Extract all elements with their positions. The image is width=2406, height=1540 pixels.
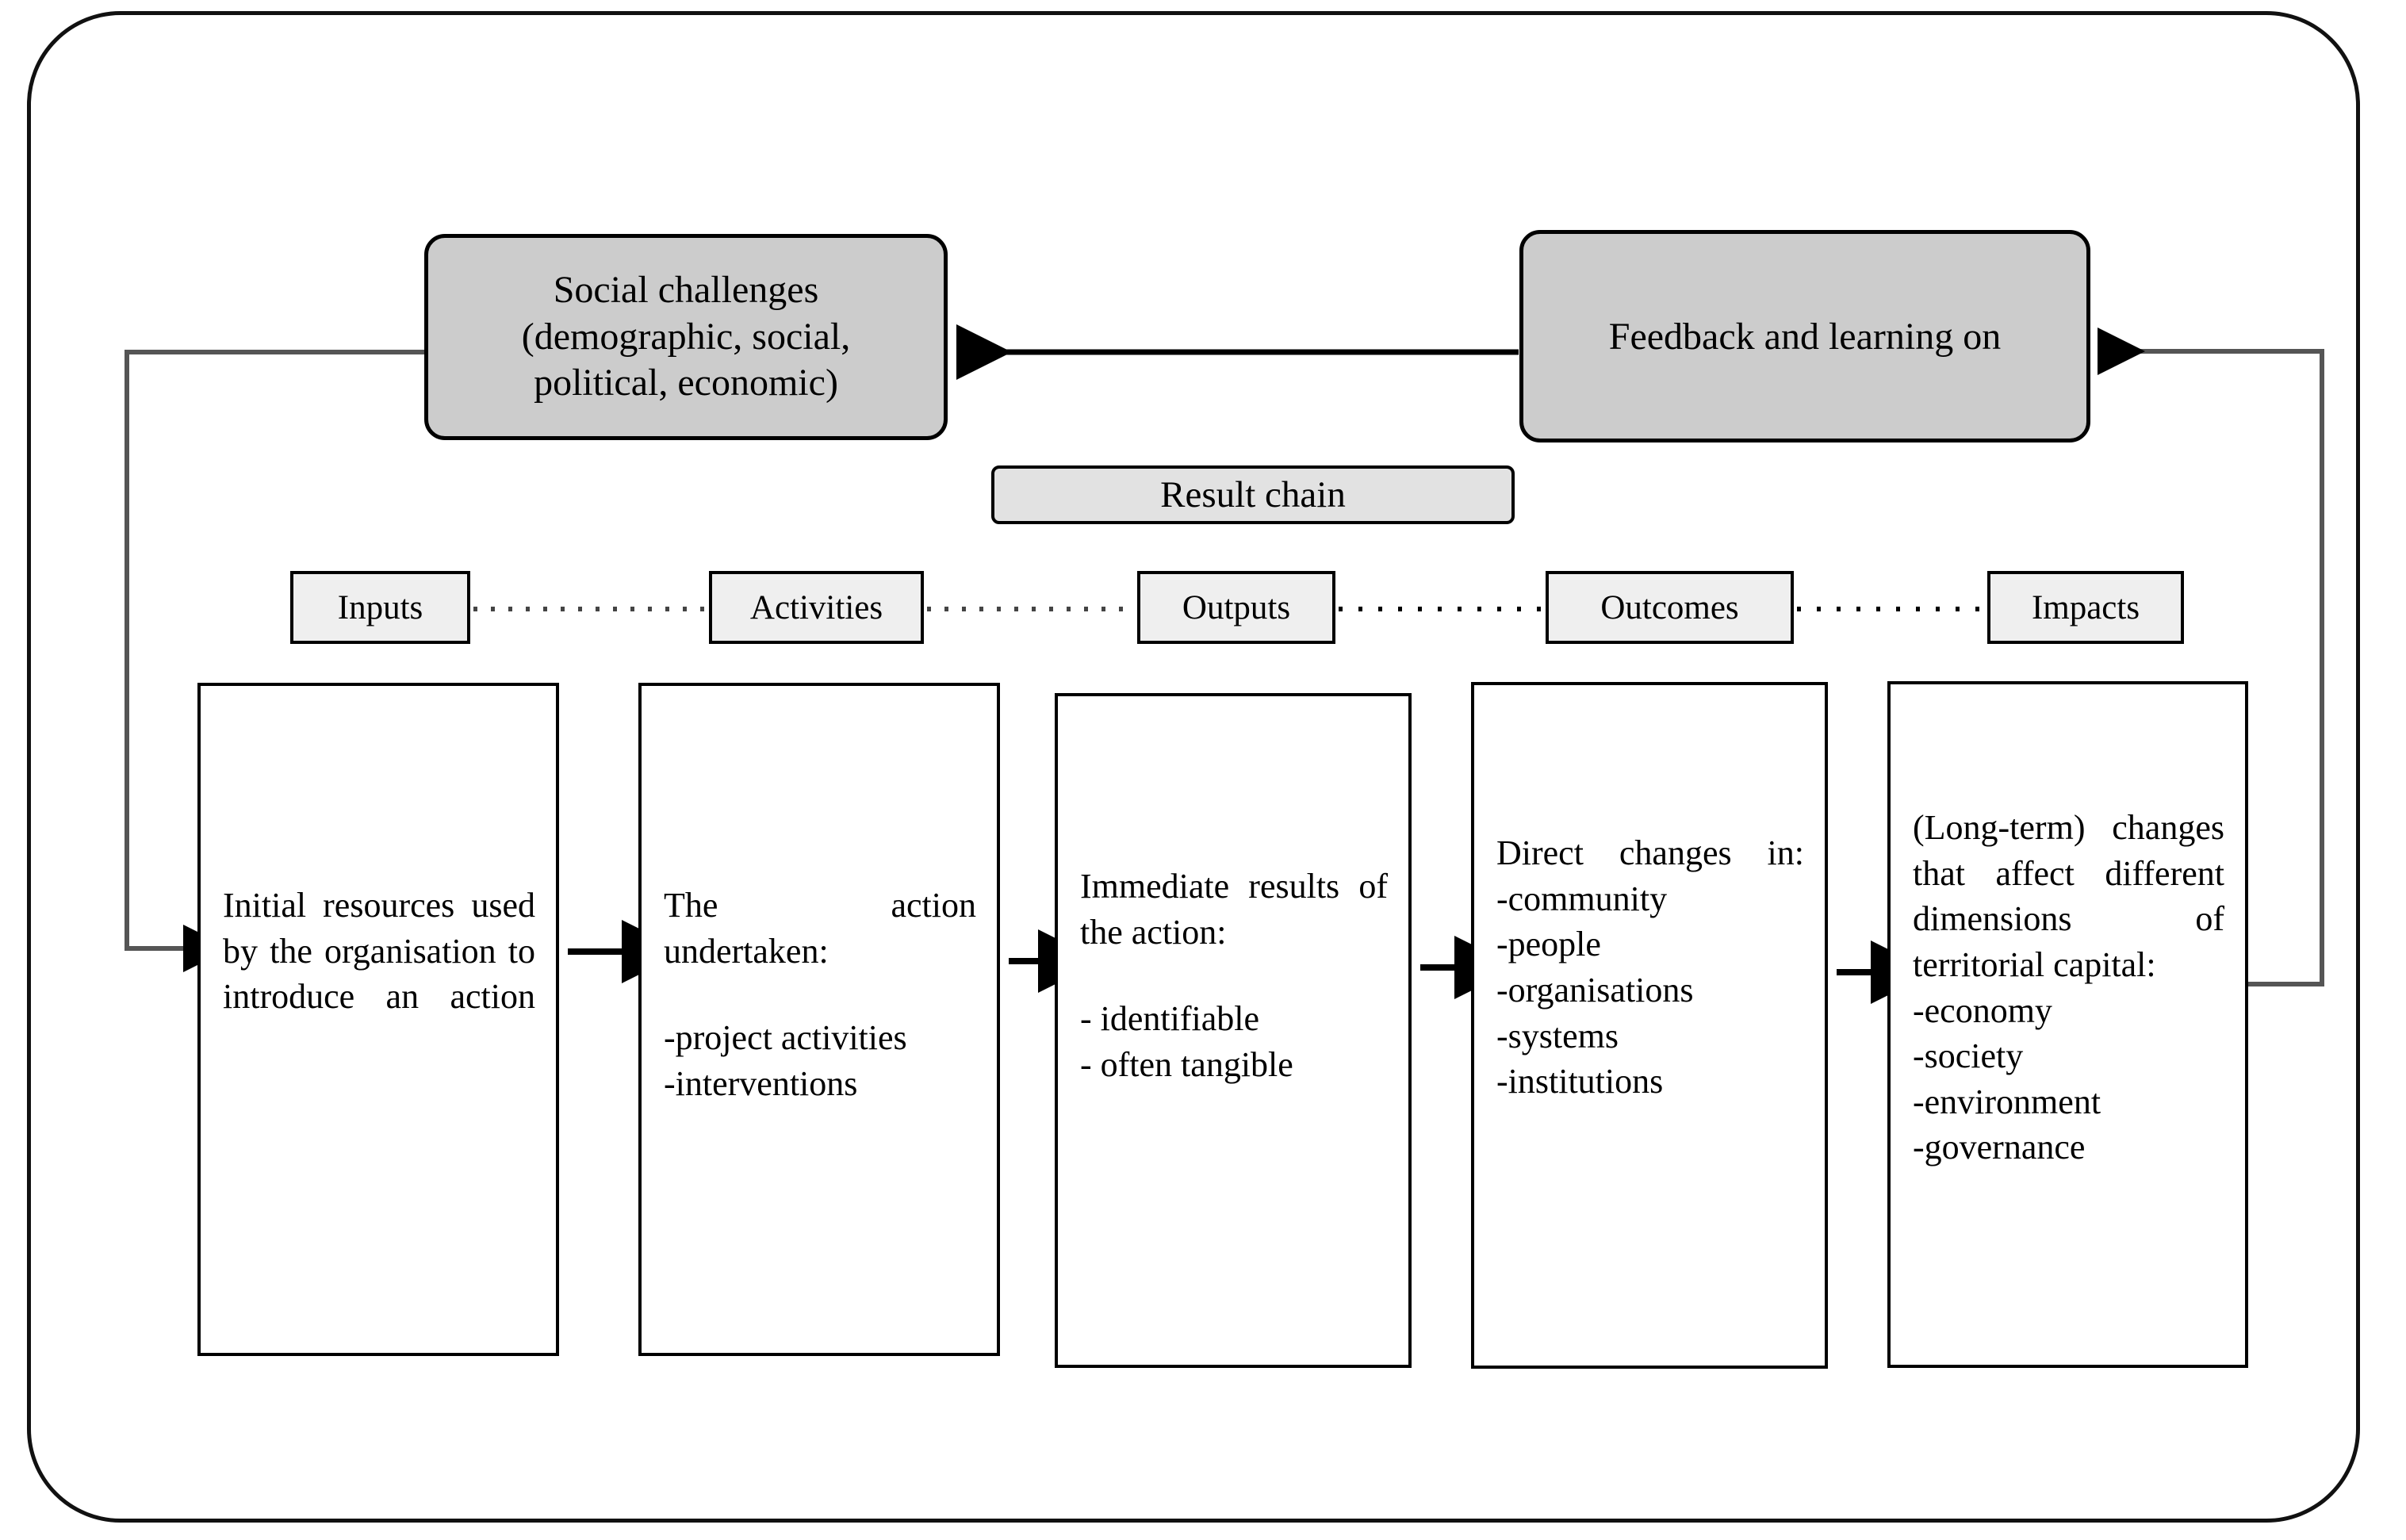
social-challenges-line-1: Social challenges (553, 269, 819, 312)
social-challenges-box[interactable]: Social challenges (demographic, social, … (424, 234, 948, 440)
spacer (1080, 955, 1388, 996)
content-bullets-outcomes: -community -people -organisations -syste… (1496, 879, 1694, 1101)
content-box-activities[interactable]: The action undertaken: -project activiti… (638, 683, 1000, 1356)
stage-label-inputs: Inputs (337, 588, 423, 626)
social-challenges-line-2: (demographic, social, (521, 315, 851, 358)
content-bullets-activities: -project activities -interventions (664, 1018, 907, 1103)
content-box-inputs[interactable]: Initial resources used by the organisati… (197, 683, 559, 1356)
feedback-and-learning-box[interactable]: Feedback and learning on (1519, 230, 2090, 442)
stage-chip-impacts[interactable]: Impacts (1987, 571, 2184, 644)
stage-label-outputs: Outputs (1182, 588, 1291, 626)
feedback-box-label: Feedback and learning on (1608, 315, 2002, 358)
stage-label-outcomes: Outcomes (1600, 588, 1739, 626)
result-chain-label: Result chain (1160, 474, 1346, 515)
stage-chip-outcomes[interactable]: Outcomes (1546, 571, 1794, 644)
stage-label-impacts: Impacts (2031, 588, 2140, 626)
stage-chip-activities[interactable]: Activities (709, 571, 924, 644)
content-heading-outputs: Immediate results of the action: (1080, 867, 1388, 952)
content-box-outcomes[interactable]: Direct changes in: -community -people -o… (1471, 682, 1828, 1369)
content-box-impacts[interactable]: (Long-term) changes that affect differen… (1887, 681, 2248, 1368)
content-heading-impacts: (Long-term) changes that affect differen… (1913, 808, 2224, 984)
content-heading-activities: The action undertaken: (664, 886, 976, 971)
content-box-outputs[interactable]: Immediate results of the action: - ident… (1055, 693, 1412, 1368)
stage-chip-outputs[interactable]: Outputs (1137, 571, 1335, 644)
content-heading-outcomes: Direct changes in: (1496, 833, 1804, 872)
spacer (664, 974, 976, 1015)
content-heading-inputs: Initial resources used by the organisati… (223, 886, 535, 1017)
stage-chip-inputs[interactable]: Inputs (290, 571, 470, 644)
content-bullets-outputs: - identifiable - often tangible (1080, 999, 1293, 1084)
social-challenges-line-3: political, economic) (534, 362, 838, 404)
stage-label-activities: Activities (749, 588, 883, 626)
outer-rounded-frame (27, 11, 2360, 1523)
result-chain-label-box: Result chain (991, 465, 1515, 524)
content-bullets-impacts: -economy -society -environment -governan… (1913, 990, 2101, 1167)
